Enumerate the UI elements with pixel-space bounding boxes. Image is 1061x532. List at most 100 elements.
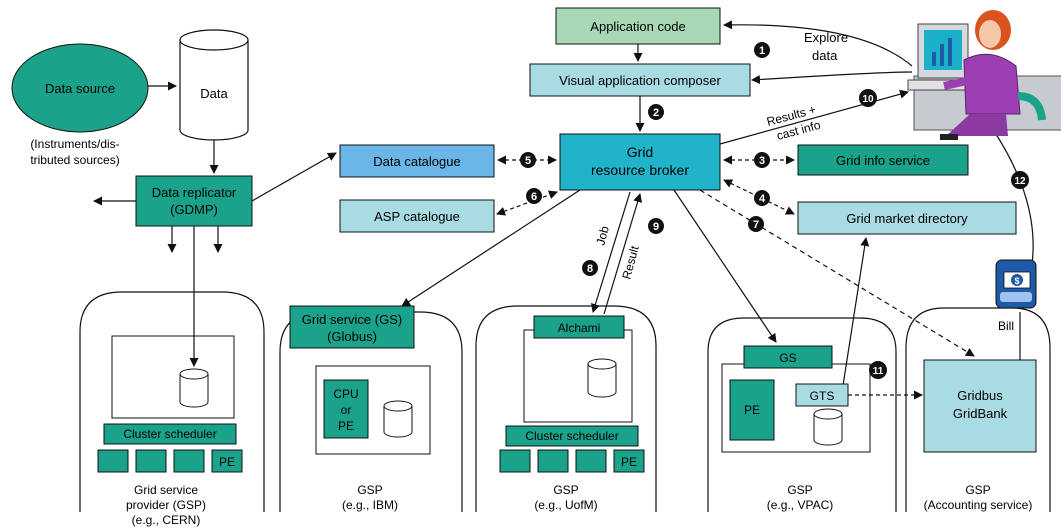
step-1-label: 1 [759,45,765,57]
cern-inner-box [111,335,235,419]
step-2-label: 2 [653,107,659,119]
step-marker-12: 12 [1011,171,1029,189]
asp-catalogue-label: ASP catalogue [374,209,460,224]
grid-market-directory-node [797,201,1017,235]
step-12-label: 12 [1014,176,1026,187]
grid-info-service-label: Grid info service [836,153,930,168]
data-store-icon [179,29,249,141]
gsp-cern-caption-2: provider (GSP) [126,498,206,512]
uofm-cluster-scheduler-label: Cluster scheduler [525,429,618,443]
data-catalogue-label: Data catalogue [373,154,460,169]
edge-broker-to-user [719,89,909,145]
gsp-accounting-caption-1: GSP [965,483,990,497]
edge-replicator-to-catalogue [251,152,337,202]
edge-broker-to-globus [401,189,581,307]
grid-market-directory-label: Grid market directory [846,211,968,226]
data-source-label: Data source [45,81,115,96]
cern-cluster-scheduler [103,423,237,445]
cern-pe-1 [97,449,129,473]
grid-info-service-node [797,144,969,176]
data-catalogue-node [339,144,495,178]
cern-pe-3 [173,449,205,473]
step-4-label: 4 [759,193,766,205]
step-marker-3: 3 [754,152,770,168]
gsp-accounting-caption-2: (Accounting service) [924,498,1033,512]
asp-catalogue-node [339,199,495,233]
step-marker-11: 11 [869,361,887,379]
gridbank-node [923,359,1037,453]
job-label: Job [593,224,612,247]
uofm-cluster-scheduler [505,425,639,447]
gsp-ibm-caption-2: (e.g., IBM) [342,498,398,512]
grid-resource-broker-node [559,133,721,191]
vpac-storage-icon [813,408,843,446]
vpac-gs-label: GS [779,351,796,365]
gsp-vpac-caption-2: (e.g., VPAC) [767,498,833,512]
step-marker-2: 2 [648,104,664,120]
result-label: Result [619,244,641,281]
step-marker-8: 8 [582,260,598,276]
cern-pe-label: PE [219,455,235,469]
edge-gts-to-market [841,237,870,393]
gsp-uofm-caption-1: GSP [553,483,578,497]
edge-bill-to-user [991,127,1034,265]
step-11-label: 11 [873,366,884,377]
gsp-uofm-caption-2: (e.g., UofM) [534,498,597,512]
visual-composer-label: Visual application composer [559,73,721,88]
edge-broker-to-alchami-job [591,191,631,313]
cern-cluster-scheduler-label: Cluster scheduler [123,427,216,441]
user-computer-icon [907,10,1061,140]
bill-icon: $ [995,259,1037,309]
broker-label-1: Grid [627,144,653,160]
uofm-pe-1 [499,449,531,473]
vpac-gts-label: GTS [810,389,835,403]
cern-storage-icon [179,368,209,408]
alchami-label: Alchami [558,321,601,335]
vpac-gs-node [743,345,833,369]
step-3-label: 3 [759,155,765,167]
ibm-cpu-label-3: PE [338,419,354,433]
gridbank-label-2: GridBank [953,406,1008,421]
gsp-accounting-enclosure [905,307,1051,512]
step-9-label: 9 [653,221,659,233]
step-marker-5: 5 [520,152,536,168]
ibm-cpu-label-1: CPU [333,387,358,401]
edge-broker-to-vpac [673,189,777,343]
grid-service-label-2: (Globus) [327,329,377,344]
step-marker-7: 7 [748,216,764,232]
gsp-cern-enclosure [79,291,265,512]
cern-pe-4 [211,449,243,473]
vpac-pe-label: PE [744,403,760,417]
step-8-label: 8 [587,263,593,275]
step-10-label: 10 [862,94,874,105]
gsp-cern-caption-3: (e.g., CERN) [132,513,201,527]
data-source-node [11,43,149,133]
uofm-pe-2 [537,449,569,473]
step-marker-6: 6 [526,188,542,204]
data-source-note-2: tributed sources) [30,153,119,167]
edge-user-to-application-code [723,20,913,67]
uofm-pe-label: PE [621,455,637,469]
edge-user-explore [751,71,913,84]
ibm-cpu-label-2: or [341,403,352,417]
application-code-label: Application code [590,19,685,34]
data-source-note-1: (Instruments/dis- [30,137,119,151]
uofm-pe-4 [613,449,645,473]
broker-label-2: resource broker [591,162,689,178]
step-marker-4: 4 [754,190,770,206]
explore-label-2: data [812,48,838,63]
edge-broker-asp-catalogue [496,190,558,216]
gsp-vpac-caption-1: GSP [787,483,812,497]
alchami-node [533,315,625,339]
step-marker-1: 1 [754,42,770,58]
step-5-label: 5 [525,155,531,167]
visual-composer-node [529,63,751,97]
gsp-vpac-enclosure [707,317,897,512]
step-marker-9: 9 [648,218,664,234]
bill-label: Bill [998,319,1014,333]
step-marker-10: 10 [859,89,877,107]
uofm-pe-3 [575,449,607,473]
ibm-storage-icon [383,400,413,438]
gsp-ibm-caption-1: GSP [357,483,382,497]
